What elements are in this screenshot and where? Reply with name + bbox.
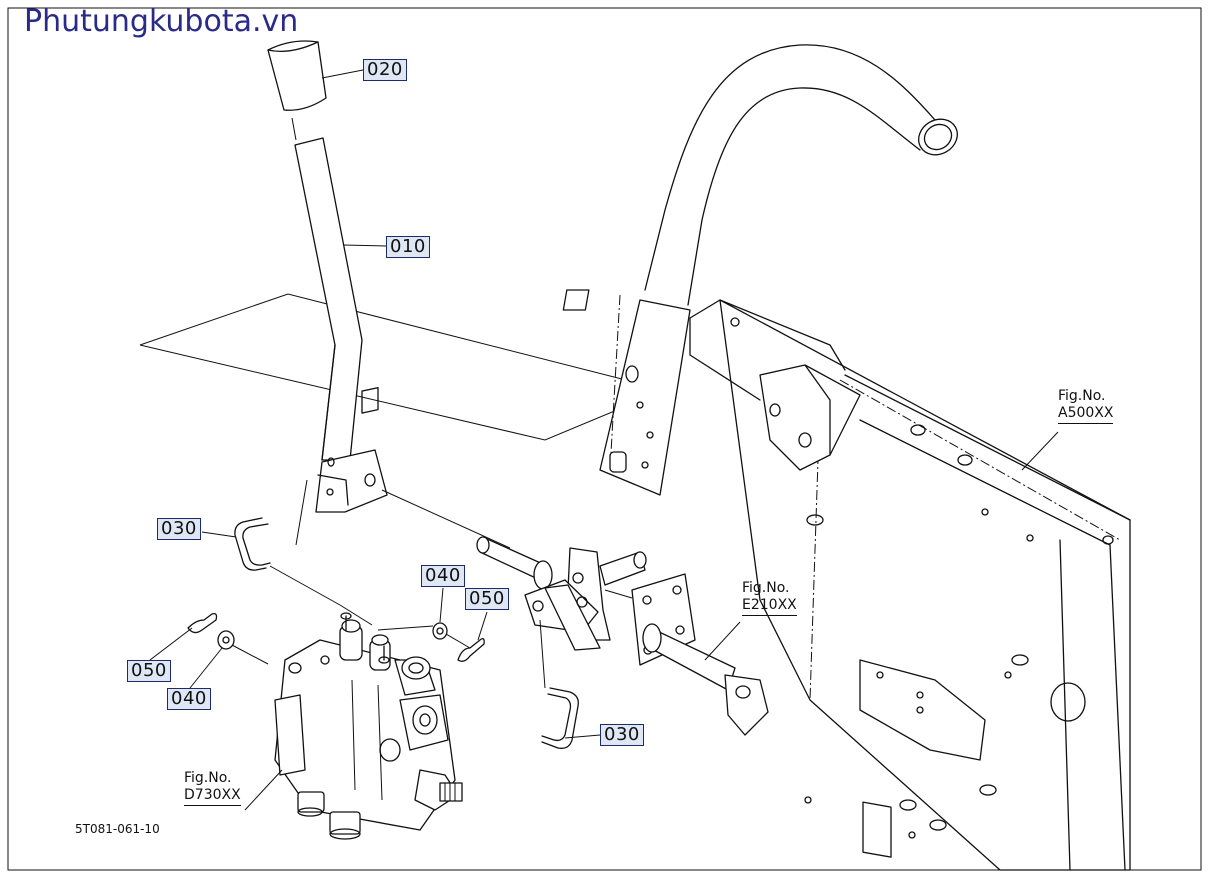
leader-050-right [477, 611, 488, 641]
part-label-030-left[interactable]: 030 [157, 518, 201, 540]
rod-030-left-drawing [234, 517, 373, 626]
pin-050-right-drawing [457, 638, 485, 662]
floor-plate-outline [139, 293, 667, 441]
fig-ref-e210-prefix: Fig.No. [742, 580, 790, 596]
site-watermark: Phutungkubota.vn [24, 4, 299, 39]
part-label-030-right[interactable]: 030 [600, 724, 644, 746]
page-border [7, 7, 1202, 871]
lever-knob-drawing [267, 40, 327, 111]
fig-ref-e210[interactable]: Fig.No. E210XX [742, 580, 797, 616]
part-label-050-right[interactable]: 050 [465, 588, 509, 610]
fig-ref-a500-code: A500XX [1058, 405, 1114, 424]
part-label-040-left[interactable]: 040 [167, 688, 211, 710]
fig-ref-d730[interactable]: Fig.No. D730XX [184, 770, 241, 806]
fig-ref-a500[interactable]: Fig.No. A500XX [1058, 388, 1114, 424]
main-frame [689, 299, 1131, 871]
leader-fig-a500 [1021, 431, 1059, 471]
fig-ref-d730-code: D730XX [184, 787, 241, 806]
handrail-tube [644, 44, 958, 306]
part-label-020[interactable]: 020 [363, 59, 407, 81]
leader-030-right [564, 734, 601, 739]
part-label-050-left[interactable]: 050 [127, 660, 171, 682]
washer-040-right-drawing [432, 622, 448, 640]
fig-ref-d730-prefix: Fig.No. [184, 770, 232, 786]
leader-050-left [149, 627, 193, 661]
fig-ref-a500-prefix: Fig.No. [1058, 388, 1106, 404]
leader-030-left [201, 531, 237, 538]
leader-040-left [189, 647, 223, 689]
cross-shaft-drawing [476, 536, 769, 736]
side-panel [562, 289, 691, 496]
leader-fig-e210 [704, 621, 741, 661]
control-valve-drawing [274, 612, 463, 840]
pin-050-left-drawing [187, 612, 218, 634]
rod-030-right-drawing [539, 619, 579, 749]
part-label-040-right[interactable]: 040 [421, 565, 465, 587]
leader-020 [321, 69, 364, 79]
fig-ref-e210-code: E210XX [742, 597, 797, 616]
part-label-010[interactable]: 010 [386, 236, 430, 258]
leader-fig-d730 [244, 769, 283, 811]
lever-arm-drawing [291, 117, 511, 549]
leader-040-right [439, 587, 444, 623]
leader-010 [342, 244, 387, 247]
washer-040-left-drawing [217, 630, 235, 650]
diagram-id: 5T081-061-10 [75, 822, 160, 836]
